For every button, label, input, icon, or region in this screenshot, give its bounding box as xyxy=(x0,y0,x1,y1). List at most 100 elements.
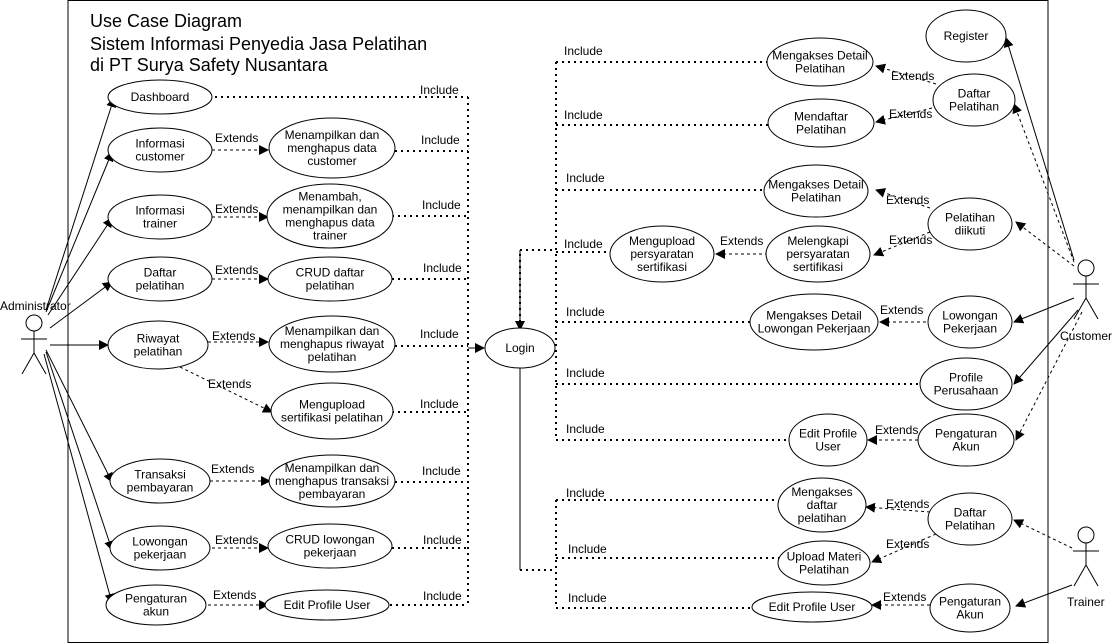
use-case-label: Pengaturan xyxy=(939,595,1001,609)
use-case-ellipse xyxy=(763,164,869,218)
use-case-ellipse xyxy=(609,225,715,283)
use-case-label: CRUD lowongan xyxy=(285,533,374,547)
title-line-3: di PT Surya Safety Nusantara xyxy=(90,55,329,75)
actor-label-administrator: Administrator xyxy=(0,299,71,313)
use-case-register: Register xyxy=(925,9,1007,63)
extends-label: Extends xyxy=(886,193,929,207)
use-case-label: Akun xyxy=(952,440,979,454)
include-label: Include xyxy=(564,237,603,251)
use-case-label: sertifikasi pelatihan xyxy=(281,411,383,425)
use-case-label: Profile xyxy=(949,371,983,385)
use-case-ellipse xyxy=(751,591,873,623)
use-case-label: Pelatihan xyxy=(945,519,995,533)
use-case-label: Register xyxy=(944,29,989,43)
use-case-label: Akun xyxy=(956,608,983,622)
use-case-ellipse xyxy=(107,127,213,173)
relation-labels: Extends Extends Extends Extends Extends … xyxy=(208,44,934,605)
use-case-label: Mengakses xyxy=(791,485,852,499)
use-case-ellipse xyxy=(766,37,874,87)
use-case-ellipse xyxy=(268,454,396,508)
include-label: Include xyxy=(568,542,607,556)
extends-label: Extends xyxy=(889,233,932,247)
use-case-label: Melengkapi xyxy=(787,234,848,248)
title-line-2: Sistem Informasi Penyedia Jasa Pelatihan xyxy=(90,34,427,54)
include-label: Include xyxy=(423,261,462,275)
extends-label: Extends xyxy=(212,329,255,343)
use-case-dashboard: Dashboard xyxy=(107,79,213,115)
use-case-label: daftar xyxy=(807,498,838,512)
use-case-ellipse xyxy=(777,540,871,586)
include-label: Include xyxy=(423,589,462,603)
trainer-associations xyxy=(1013,519,1073,608)
use-case-label: Edit Profile User xyxy=(284,598,371,612)
use-case-label: Mengupload xyxy=(629,234,695,248)
admin-extends xyxy=(179,145,273,610)
use-case-ellipse xyxy=(788,413,868,467)
use-case-label: sertifikasi xyxy=(637,260,687,274)
use-case-label: menghapus transaksi xyxy=(275,474,389,488)
use-case-label: Daftar xyxy=(954,506,987,520)
use-case-label: User xyxy=(815,440,840,454)
include-label: Include xyxy=(568,591,607,605)
use-case-label: persyaratan xyxy=(786,247,849,261)
use-case-label: pekerjaan xyxy=(134,548,187,562)
actor-label-customer: Customer xyxy=(1060,329,1112,343)
use-case-label: Login xyxy=(505,341,534,355)
use-case-t-edit-profile: Edit Profile User xyxy=(751,591,873,623)
use-case-label: menghapus data xyxy=(287,141,377,155)
use-case-label: Edit Profile xyxy=(799,427,857,441)
use-case-ellipse xyxy=(777,477,867,533)
use-case-label: persyaratan xyxy=(630,247,693,261)
use-case-label: Pengaturan xyxy=(935,427,997,441)
extends-label: Extends xyxy=(886,497,929,511)
use-case-label: CRUD daftar xyxy=(296,266,365,280)
use-case-label: Mengupload xyxy=(299,398,365,412)
use-case-ellipse xyxy=(109,458,211,504)
use-case-label: Menampilkan dan xyxy=(285,128,380,142)
use-case-label: Informasi xyxy=(135,204,184,218)
use-case-label: Riwayat xyxy=(137,332,180,346)
include-label: Include xyxy=(566,366,605,380)
include-label: Include xyxy=(422,464,461,478)
use-case-label: Mengakses Detail xyxy=(768,178,863,192)
include-label: Include xyxy=(566,422,605,436)
use-case-label: customer xyxy=(307,154,356,168)
use-case-label: menghapus riwayat xyxy=(280,337,385,351)
use-case-ellipse xyxy=(927,492,1013,546)
actor-label-trainer: Trainer xyxy=(1067,595,1105,609)
customer-associations xyxy=(1003,37,1083,441)
use-case-label: Pekerjaan xyxy=(943,322,997,336)
use-case-label: pelatihan xyxy=(306,279,355,293)
use-case-label: trainer xyxy=(143,217,177,231)
use-case-label: Perusahaan xyxy=(934,384,999,398)
include-label: Include xyxy=(566,305,605,319)
actor-administrator: Administrator xyxy=(0,299,71,375)
include-label: Include xyxy=(420,397,459,411)
use-case-label: customer xyxy=(135,150,184,164)
extends-label: Extends xyxy=(211,462,254,476)
use-case-label: Pelatihan xyxy=(949,100,999,114)
actor-customer: Customer xyxy=(1060,259,1112,343)
title-line-1: Use Case Diagram xyxy=(90,11,242,31)
use-case-ellipse xyxy=(919,357,1013,411)
use-case-label: Pelatihan xyxy=(796,123,846,137)
extends-label: Extends xyxy=(213,588,256,602)
use-case-ellipse xyxy=(767,98,875,148)
include-label: Include xyxy=(420,83,459,97)
system-boundary xyxy=(67,0,1049,643)
